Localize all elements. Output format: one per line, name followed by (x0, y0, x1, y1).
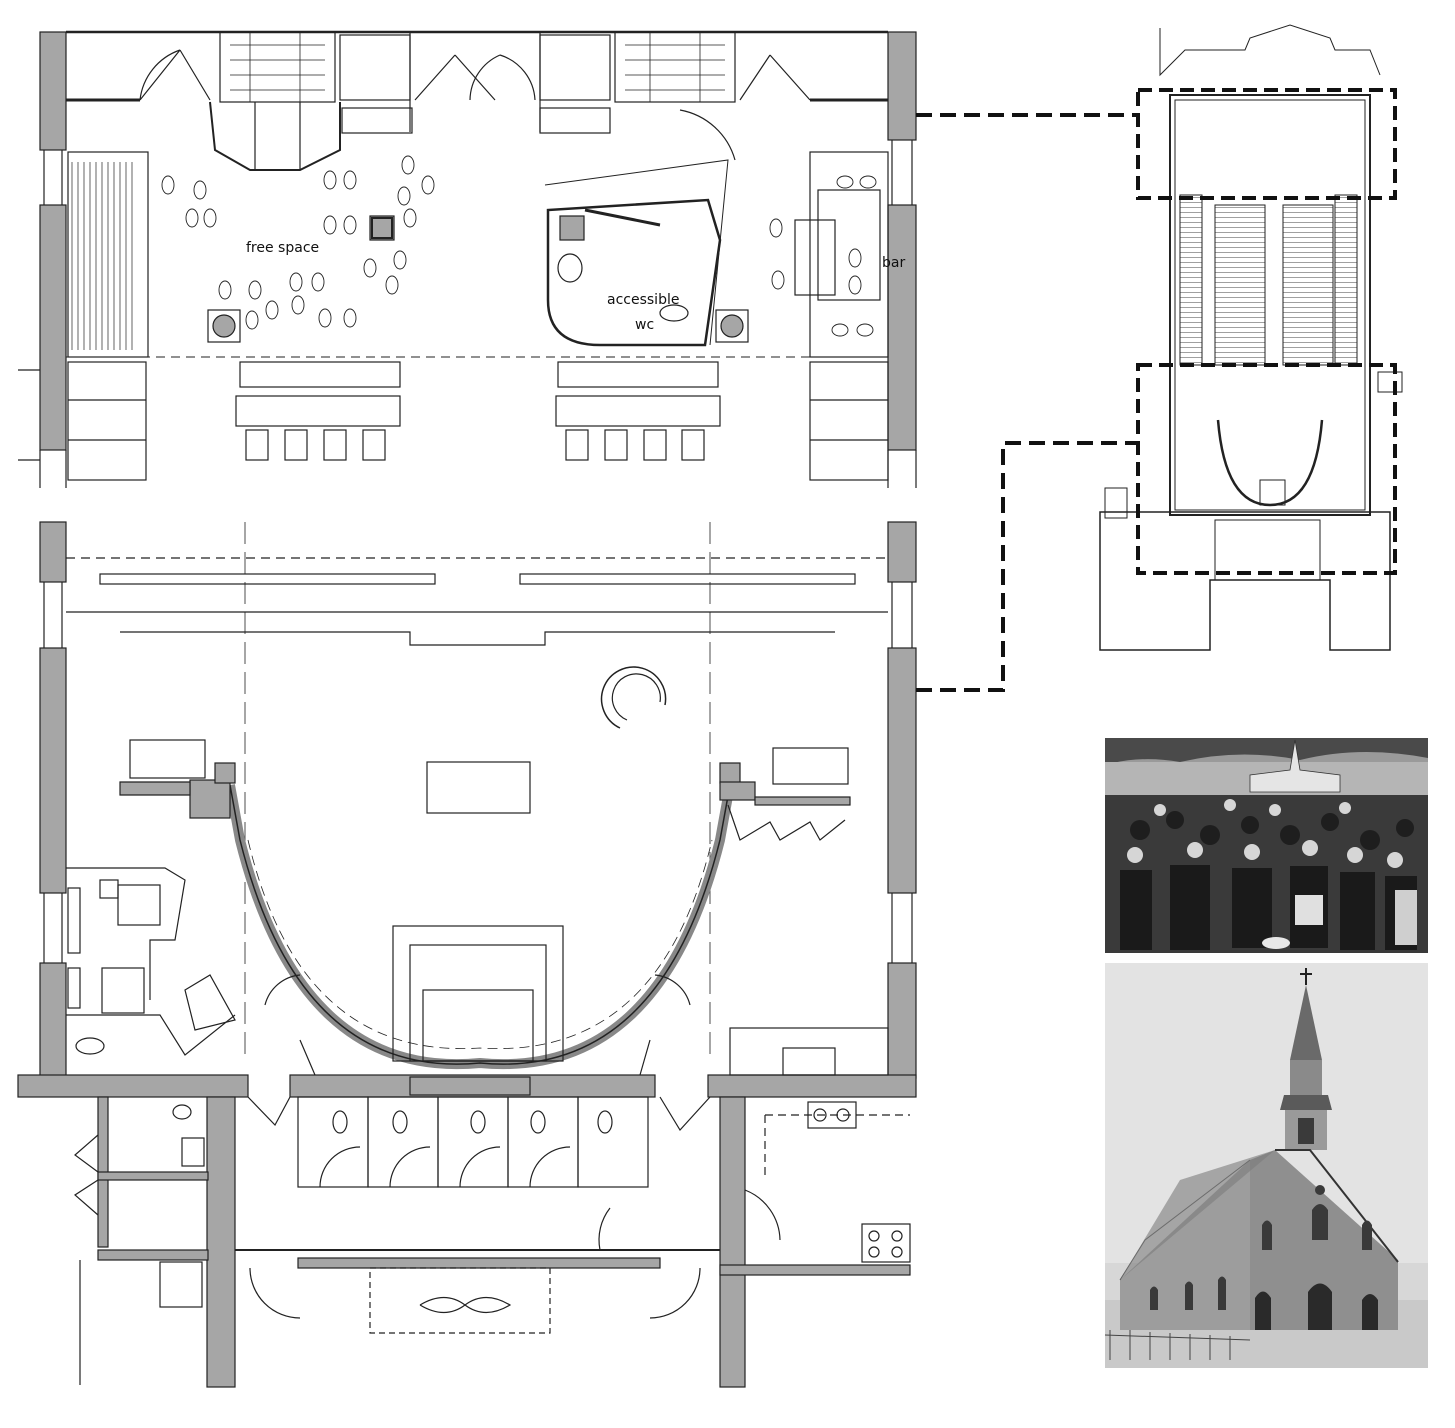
accessible-wc-enclosure (546, 198, 722, 347)
key-plan-highlight-bottom (1136, 363, 1397, 575)
bar-stools-right (565, 429, 705, 461)
apse-wall (225, 784, 735, 1070)
column-left (212, 314, 236, 338)
leader-lines (916, 113, 1138, 692)
label-free-space: free space (246, 240, 320, 256)
toilet-stalls (297, 1096, 649, 1188)
label-bar: bar (882, 255, 906, 271)
label-wc: wc (635, 317, 655, 333)
key-plan-highlight-top (1136, 88, 1397, 200)
upper-floor-plan (18, 30, 917, 488)
lower-floor-plan (17, 521, 917, 1388)
photo-church (1104, 963, 1428, 1368)
bar-stools-left (245, 429, 386, 461)
upper-left-wall (39, 31, 67, 151)
label-accessible: accessible (607, 292, 680, 308)
upper-right-wall (887, 31, 917, 141)
key-plan (1099, 24, 1403, 651)
photo-crowd (1105, 738, 1428, 953)
column-right (720, 314, 744, 338)
